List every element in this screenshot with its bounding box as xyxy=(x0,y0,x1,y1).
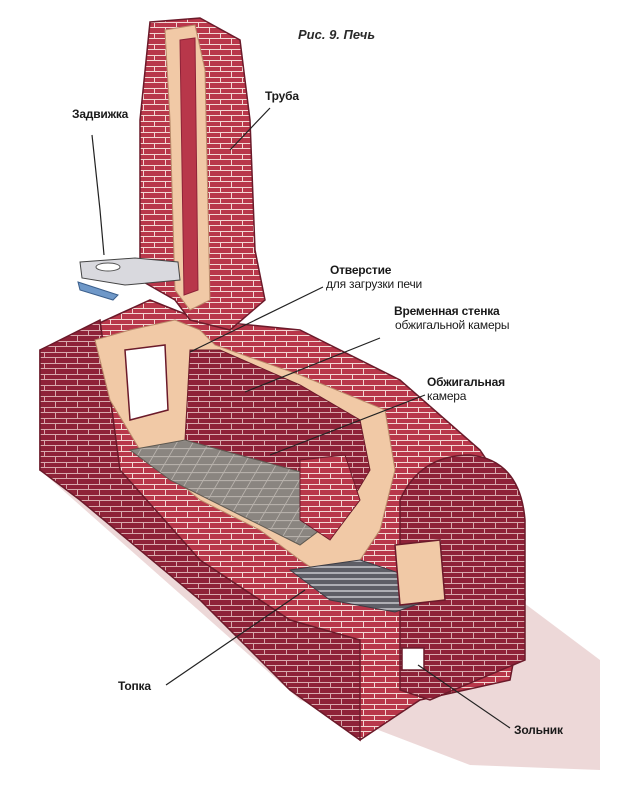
loading-opening xyxy=(124,344,169,421)
leader-chamber xyxy=(269,394,426,456)
ashpit-door xyxy=(401,647,425,671)
figure-caption: Рис. 9. Печь xyxy=(298,27,376,42)
chimney-flue xyxy=(179,37,199,296)
label-opening-1: Отверстие xyxy=(330,263,392,277)
kiln-vault-end xyxy=(399,454,526,701)
temporary-wall xyxy=(299,454,361,541)
damper-arrow-icon xyxy=(77,281,119,301)
leader-temp-wall xyxy=(244,337,381,393)
leader-ashpit xyxy=(417,664,511,729)
kiln-front-face xyxy=(39,318,361,742)
label-chimney: Труба xyxy=(265,89,299,103)
leader-damper xyxy=(91,134,105,256)
label-damper: Задвижка xyxy=(72,107,129,121)
damper-plate xyxy=(79,257,181,286)
leader-chimney xyxy=(229,107,271,151)
label-opening-2: для загрузки печи xyxy=(326,277,423,291)
firebox-opening xyxy=(394,539,446,606)
label-chamber-1: Обжигальная xyxy=(427,375,505,389)
leader-opening xyxy=(189,286,324,353)
leader-firebox xyxy=(165,589,306,686)
label-firebox: Топка xyxy=(118,679,151,693)
damper-hole xyxy=(95,262,121,272)
label-chamber-2: камера xyxy=(427,389,467,403)
leader-lines xyxy=(91,107,511,729)
label-ashpit: Зольник xyxy=(514,723,563,737)
label-temp-wall-1: Временная стенка xyxy=(394,304,500,318)
label-temp-wall-2: обжигальной камеры xyxy=(395,318,510,332)
